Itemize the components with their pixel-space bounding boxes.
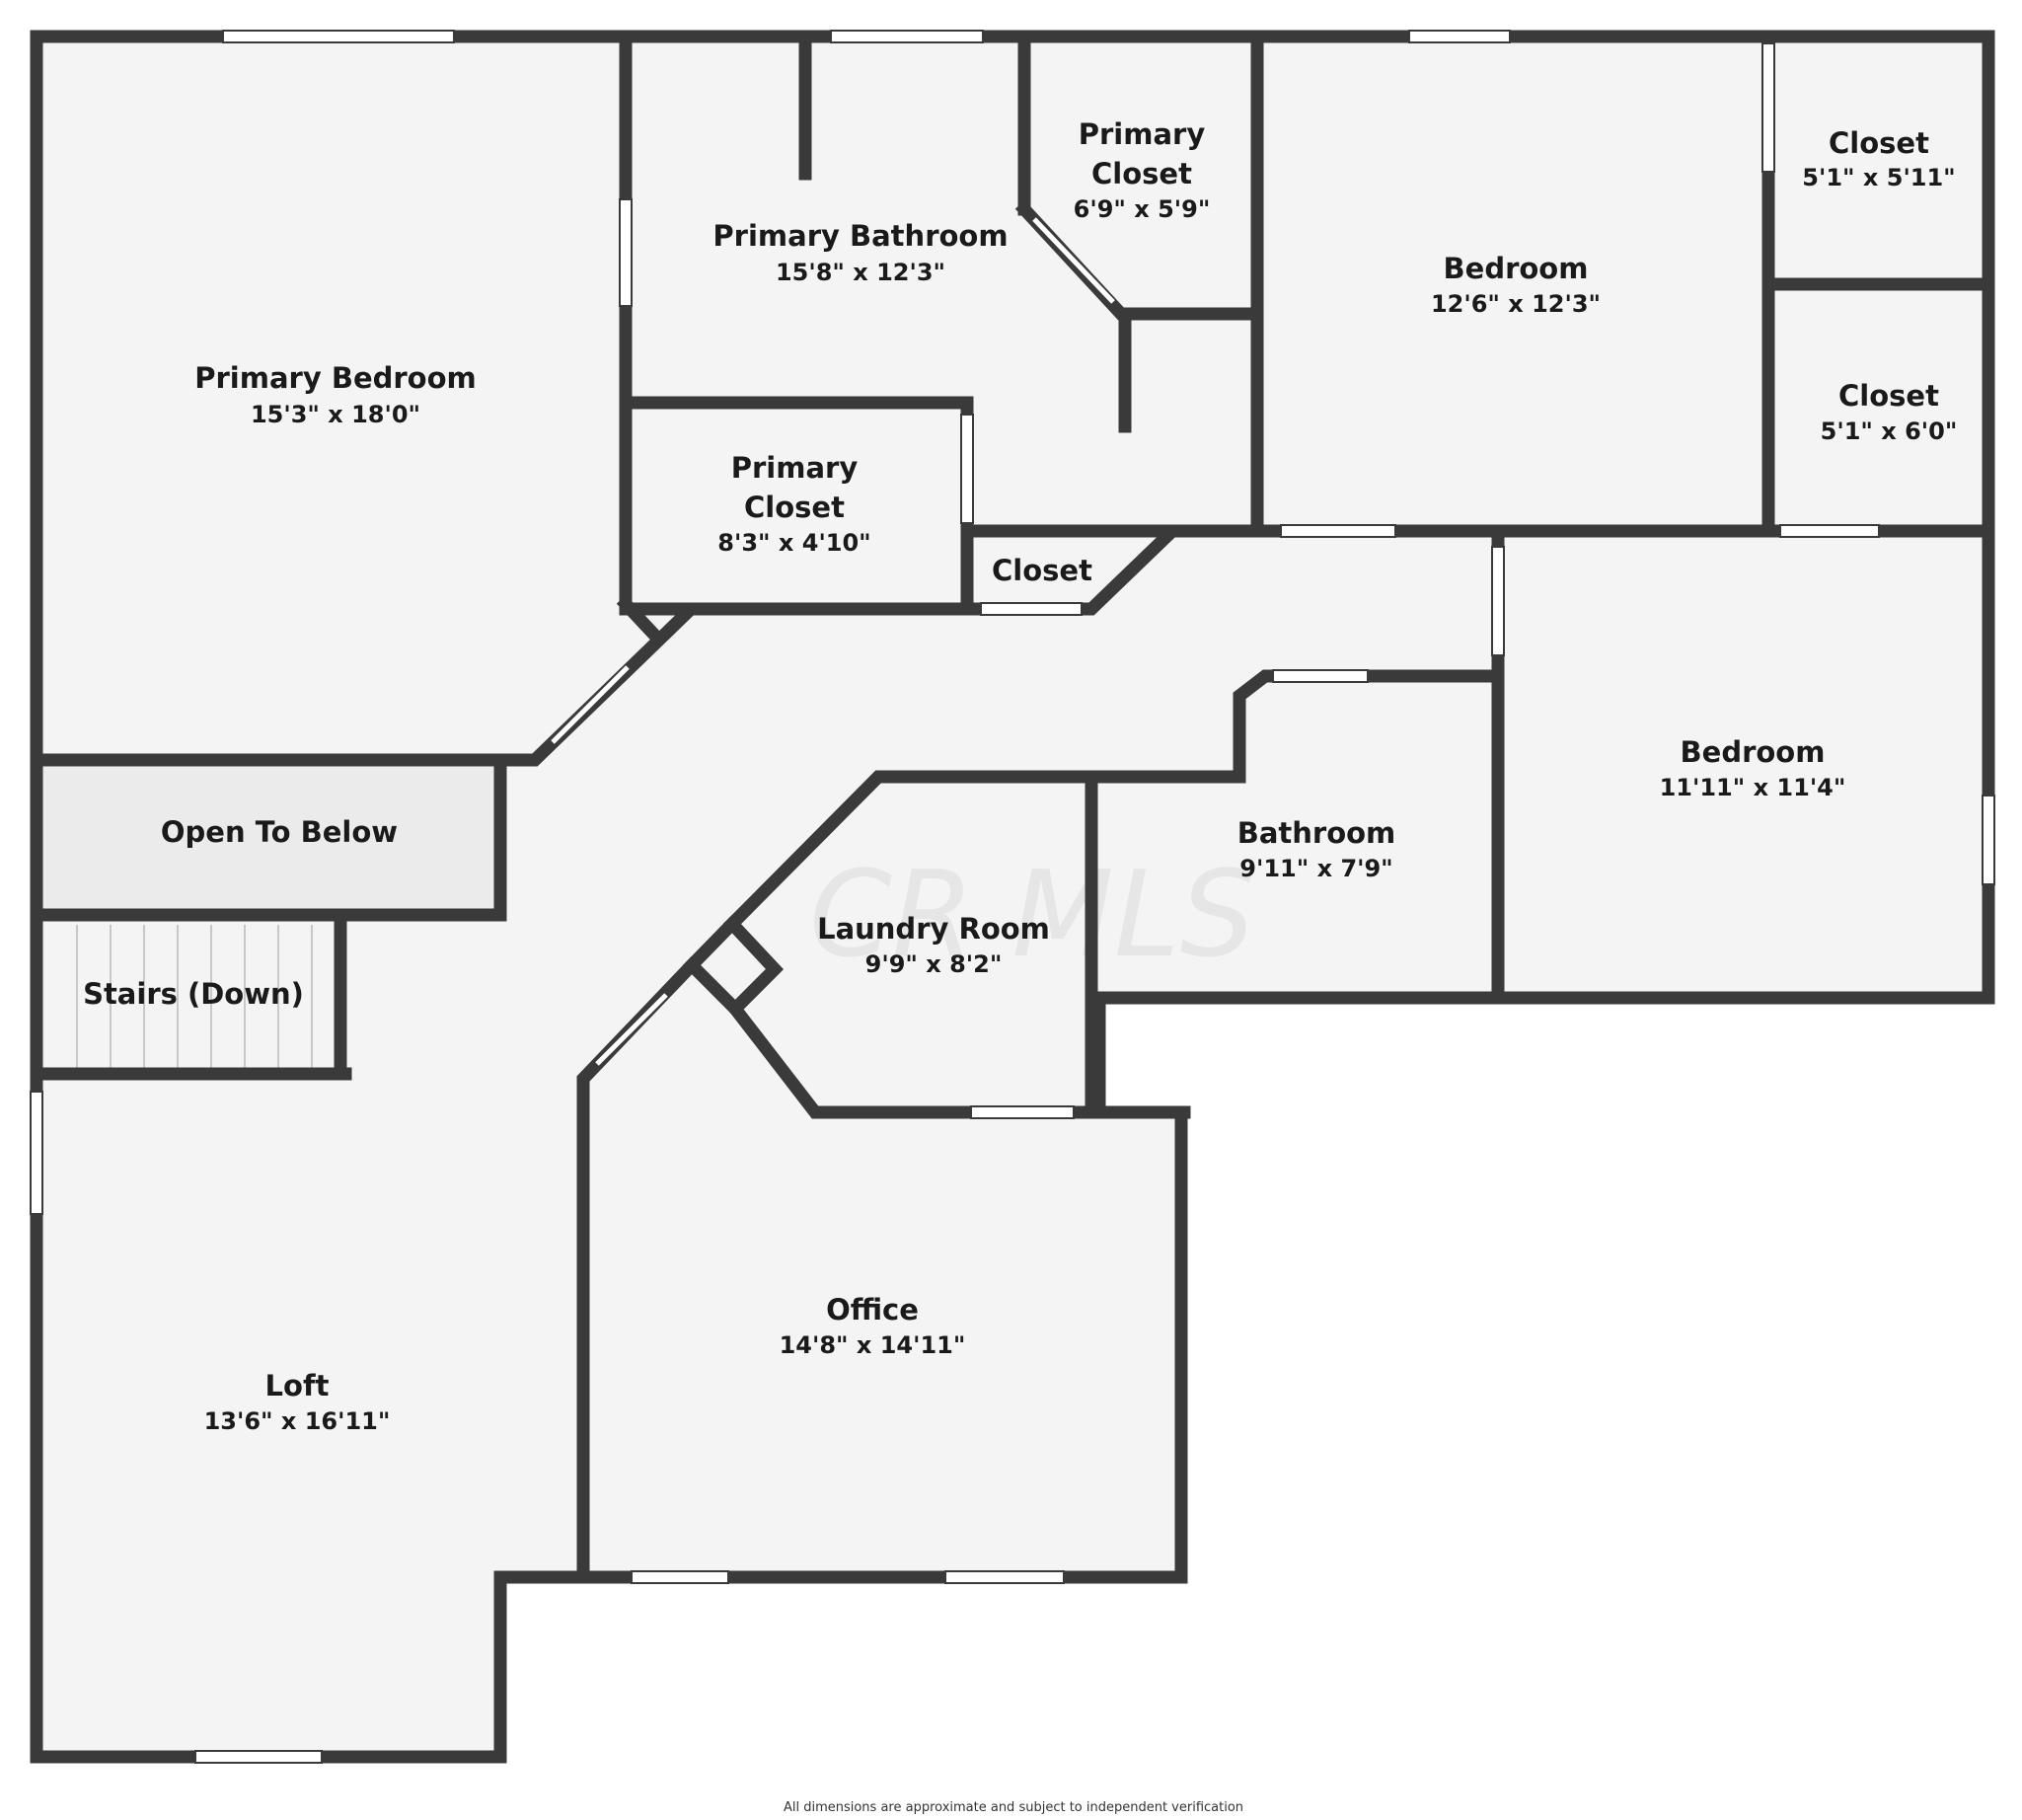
room-dims: 5'1" x 5'11" bbox=[1802, 164, 1955, 191]
room-dims: 13'6" x 16'11" bbox=[204, 1407, 391, 1435]
room-name: Stairs (Down) bbox=[83, 977, 304, 1011]
room-name: Office bbox=[826, 1293, 919, 1327]
room-dims: 15'3" x 18'0" bbox=[251, 401, 420, 428]
room-name: Primary Bedroom bbox=[194, 361, 476, 395]
room-name: Loft bbox=[265, 1369, 330, 1403]
room-dims: 9'9" x 8'2" bbox=[865, 950, 1003, 978]
disclaimer: All dimensions are approximate and subje… bbox=[784, 1800, 1243, 1815]
bathroom-label: Bathroom 9'11" x 7'9" bbox=[1237, 816, 1396, 882]
stairs-label: Stairs (Down) bbox=[83, 977, 304, 1011]
diagonal-openings bbox=[551, 217, 1115, 1066]
primary-closet-lower-label: Primary Closet 8'3" x 4'10" bbox=[717, 451, 870, 557]
laundry-room-label: Laundry Room 9'9" x 8'2" bbox=[817, 912, 1050, 978]
room-dims: 12'6" x 12'3" bbox=[1431, 290, 1601, 318]
room-dims: 6'9" x 5'9" bbox=[1074, 195, 1211, 223]
room-name-line1: Primary bbox=[731, 451, 859, 485]
room-name-line2: Closet bbox=[1091, 157, 1192, 190]
room-name: Bathroom bbox=[1237, 816, 1396, 850]
room-name: Bedroom bbox=[1681, 735, 1826, 769]
open-to-below-label: Open To Below bbox=[161, 815, 398, 849]
room-name: Closet bbox=[1829, 126, 1929, 160]
watermark: CR MLS bbox=[809, 847, 1255, 984]
closet-top-right-label: Closet 5'1" x 5'11" bbox=[1802, 126, 1955, 191]
walls bbox=[30, 30, 1995, 1764]
bedroom-top-label: Bedroom 12'6" x 12'3" bbox=[1431, 252, 1601, 318]
room-name-line2: Closet bbox=[744, 491, 845, 524]
primary-closet-upper-label: Primary Closet 6'9" x 5'9" bbox=[1074, 117, 1211, 223]
bedroom-right-label: Bedroom 11'11" x 11'4" bbox=[1660, 735, 1846, 801]
room-name: Closet bbox=[992, 554, 1092, 587]
primary-bedroom-label: Primary Bedroom 15'3" x 18'0" bbox=[194, 361, 476, 428]
room-name: Laundry Room bbox=[817, 912, 1050, 946]
room-name-line1: Primary bbox=[1079, 117, 1206, 151]
open-to-below-area bbox=[39, 767, 498, 909]
loft-label: Loft 13'6" x 16'11" bbox=[204, 1369, 391, 1435]
floor-area bbox=[39, 43, 1985, 1757]
office-label: Office 14'8" x 14'11" bbox=[780, 1293, 966, 1359]
room-name: Bedroom bbox=[1444, 252, 1589, 285]
closet-hall-label: Closet bbox=[992, 554, 1092, 587]
stairs-area bbox=[39, 915, 340, 1068]
closet-mid-right-label: Closet 5'1" x 6'0" bbox=[1821, 379, 1958, 445]
room-name: Primary Bathroom bbox=[712, 219, 1008, 253]
room-dims: 8'3" x 4'10" bbox=[717, 529, 870, 557]
room-dims: 11'11" x 11'4" bbox=[1660, 774, 1846, 801]
room-dims: 14'8" x 14'11" bbox=[780, 1331, 966, 1359]
primary-bathroom-label: Primary Bathroom 15'8" x 12'3" bbox=[712, 219, 1008, 286]
room-dims: 15'8" x 12'3" bbox=[776, 259, 945, 286]
room-name: Closet bbox=[1838, 379, 1939, 413]
room-dims: 9'11" x 7'9" bbox=[1239, 855, 1392, 882]
room-name: Open To Below bbox=[161, 815, 398, 849]
room-dims: 5'1" x 6'0" bbox=[1821, 417, 1958, 445]
windows bbox=[30, 30, 1995, 1764]
